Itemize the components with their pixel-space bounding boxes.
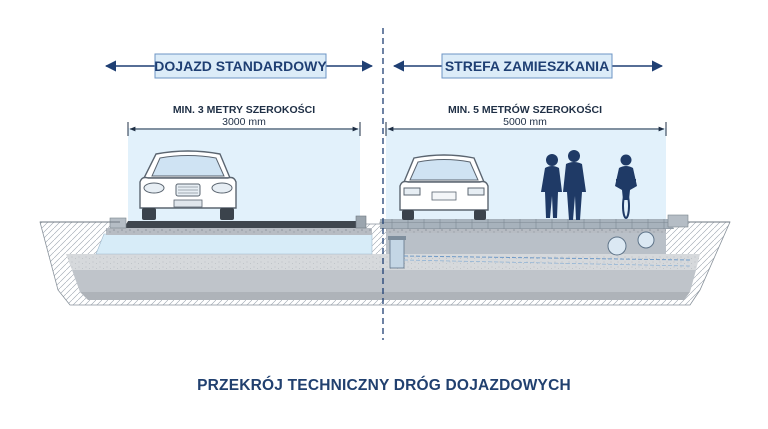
left-base-layer [95,233,373,255]
pedestrian-icon [563,150,586,220]
left-width-label: MIN. 3 METRY SZEROKOŚCI [173,103,315,116]
right-zone-title: STREFA ZAMIESZKANIA [445,58,609,74]
pedestrian-icon [541,154,562,218]
drain-pipe [607,236,627,256]
left-zone-header: DOJAZD STANDARDOWY [104,53,374,79]
drain-pipe [637,231,655,249]
right-zone-header: STREFA ZAMIESZKANIA [392,53,664,79]
ground-cross-section [39,214,731,306]
right-width-dimension: MIN. 5 METRÓW SZEROKOŚCI 5000 mm [385,103,667,136]
right-width-value: 5000 mm [503,116,547,128]
right-width-label: MIN. 5 METRÓW SZEROKOŚCI [448,103,602,116]
left-width-value: 3000 mm [222,116,266,128]
right-paver-surface [380,219,674,229]
left-asphalt-surface [124,221,364,228]
car-icon [139,150,237,220]
left-zone-title: DOJAZD STANDARDOWY [154,58,327,74]
car-icon [399,154,489,220]
drainage-well [389,237,405,269]
left-width-dimension: MIN. 3 METRY SZEROKOŚCI 3000 mm [127,103,361,136]
diagram-caption: PRZEKRÓJ TECHNICZNY DRÓG DOJAZDOWYCH [197,376,571,394]
cyclist-icon [615,154,637,219]
